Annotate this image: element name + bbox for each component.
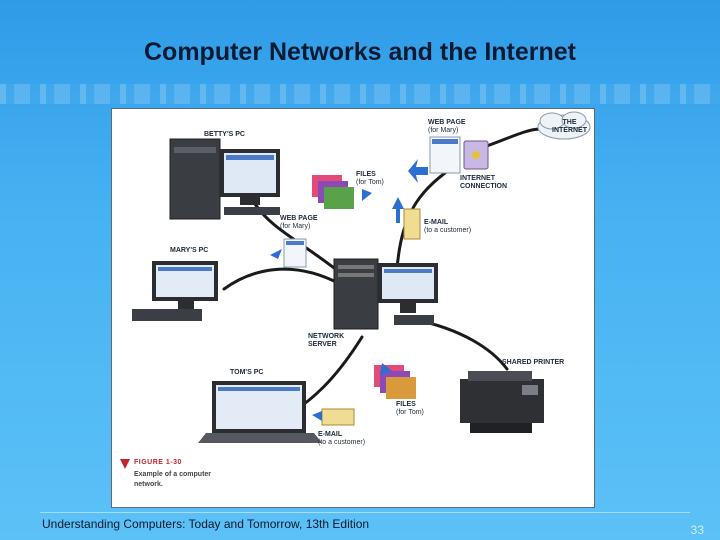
label-network-server-line2: SERVER <box>308 341 337 348</box>
email-top-icon <box>403 208 421 240</box>
network-figure: BETTY'S PC MARY'S PC TOM'S PC NETWORK SE… <box>111 108 595 508</box>
webpage-top-icon <box>429 136 461 174</box>
label-email-top-line2: (to a customer) <box>424 227 472 234</box>
label-toms-pc: TOM'S PC <box>230 369 264 376</box>
label-marys-pc: MARY'S PC <box>170 247 209 254</box>
label-internet-line2: INTERNET <box>552 127 587 134</box>
arrow-files-bottom-icon <box>380 363 392 375</box>
footer-divider <box>40 512 690 513</box>
label-email-bottom-line2: (to a customer) <box>318 439 366 446</box>
label-email-bottom: E-MAIL (to a customer) <box>318 431 365 447</box>
label-internet-connection: INTERNET CONNECTION <box>460 175 507 191</box>
cable-connection-internet <box>482 127 542 149</box>
label-files-top-line1: FILES <box>356 171 376 178</box>
slide-title: Computer Networks and the Internet <box>144 38 576 66</box>
shared-printer-icon <box>460 371 544 433</box>
arrow-email-up-icon <box>392 197 404 223</box>
label-shared-printer: SHARED PRINTER <box>502 359 565 366</box>
label-files-bottom-line2: (for Tom) <box>396 409 424 416</box>
arrow-webpage-left-icon <box>270 249 282 259</box>
page-number: 33 <box>690 523 704 537</box>
email-bottom-icon <box>321 408 355 426</box>
label-files-top-line2: (for Tom) <box>356 179 384 186</box>
arrow-webpage-icon <box>408 159 428 183</box>
label-internet: THE INTERNET <box>552 119 587 135</box>
label-network-server-line1: NETWORK <box>308 333 345 340</box>
label-webpage-top: WEB PAGE (for Mary) <box>428 119 466 135</box>
arrow-files-top-icon <box>362 189 372 201</box>
label-webpage-left-line2: (for Mary) <box>280 223 311 230</box>
label-files-bottom-line1: FILES <box>396 401 416 408</box>
label-webpage-left-line1: WEB PAGE <box>280 215 318 222</box>
arrow-email-bottom-icon <box>312 411 322 421</box>
internet-cloud-icon <box>537 111 591 140</box>
label-internet-connection-line1: INTERNET <box>460 175 495 182</box>
internet-connection-icon <box>463 140 489 170</box>
slide-footer: Understanding Computers: Today and Tomor… <box>42 517 370 531</box>
label-email-top-line1: E-MAIL <box>424 219 449 226</box>
label-network-server: NETWORK SERVER <box>308 333 344 349</box>
label-internet-connection-line2: CONNECTION <box>460 183 508 190</box>
label-webpage-top-line1: WEB PAGE <box>428 119 466 126</box>
bettys-pc-icon <box>169 138 280 220</box>
files-top-icon <box>312 175 354 209</box>
label-files-bottom: FILES (for Tom) <box>396 401 424 417</box>
figure-caption: FIGURE 1-30 Example of a computer networ… <box>120 459 230 495</box>
toms-pc-icon <box>198 381 322 443</box>
figure-accent-icon <box>120 459 130 469</box>
figure-caption-text: Example of a computer network. <box>134 471 212 488</box>
webpage-left-icon <box>283 238 307 268</box>
label-webpage-top-line2: (for Mary) <box>428 127 459 134</box>
figure-number: FIGURE 1-30 <box>134 459 182 466</box>
direction-arrows <box>270 159 428 421</box>
label-files-top: FILES (for Tom) <box>356 171 384 187</box>
marys-pc-icon <box>132 261 218 321</box>
decorative-band <box>0 84 720 104</box>
label-bettys-pc: BETTY'S PC <box>204 131 245 138</box>
cable-mary-server <box>222 267 342 291</box>
files-bottom-icon <box>374 365 416 399</box>
cable-server-printer <box>410 317 509 371</box>
label-email-top: E-MAIL (to a customer) <box>424 219 471 235</box>
network-diagram <box>120 111 591 469</box>
label-email-bottom-line1: E-MAIL <box>318 431 343 438</box>
label-webpage-left: WEB PAGE (for Mary) <box>280 215 318 231</box>
label-internet-line1: THE <box>562 119 577 126</box>
network-server-icon <box>333 258 438 330</box>
